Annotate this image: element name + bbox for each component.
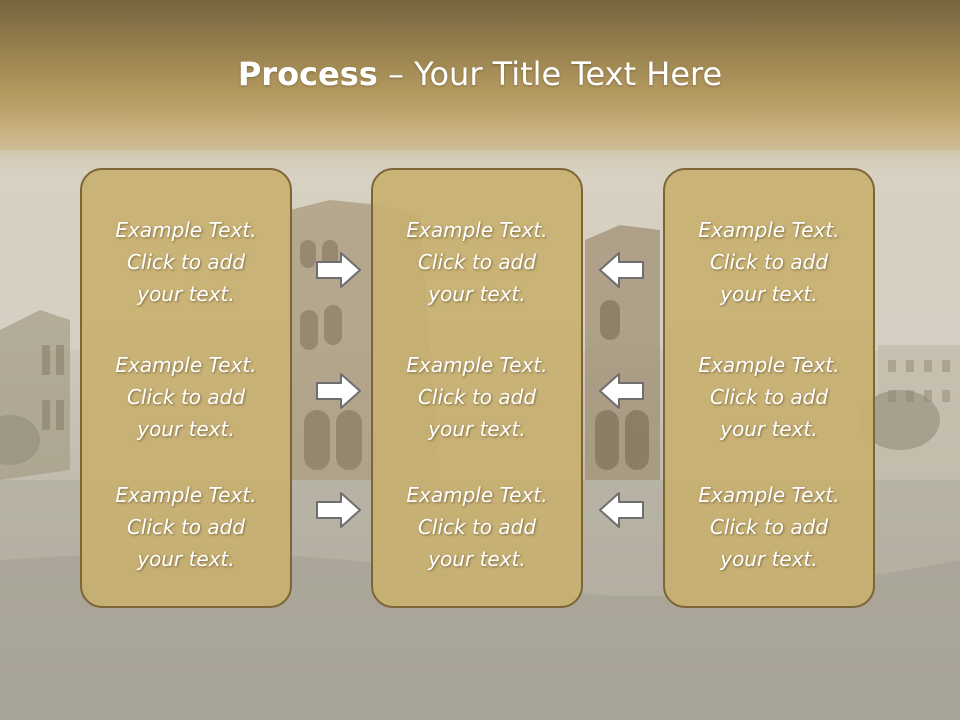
text-line: your text. <box>720 282 818 306</box>
text-line: Example Text. <box>406 353 548 377</box>
text-line: Example Text. <box>698 218 840 242</box>
arrow-left-icon <box>597 490 645 530</box>
text-line: your text. <box>428 282 526 306</box>
text-line: your text. <box>137 417 235 441</box>
text-placeholder[interactable]: Example Text. Click to add your text. <box>82 479 290 575</box>
text-line: Click to add <box>417 515 537 539</box>
text-line: Example Text. <box>698 483 840 507</box>
header-band <box>0 0 960 160</box>
text-line: Click to add <box>709 515 829 539</box>
text-line: your text. <box>428 417 526 441</box>
title-rest: – Your Title Text Here <box>377 55 723 93</box>
process-box-middle: Example Text. Click to add your text. Ex… <box>371 168 583 608</box>
text-line: Click to add <box>417 250 537 274</box>
text-line: Example Text. <box>115 218 257 242</box>
text-line: your text. <box>720 547 818 571</box>
title-bold: Process <box>237 55 378 93</box>
text-placeholder[interactable]: Example Text. Click to add your text. <box>665 479 873 575</box>
slide-title: Process – Your Title Text Here <box>0 52 960 96</box>
arrow-right-icon <box>315 490 363 530</box>
process-box-right: Example Text. Click to add your text. Ex… <box>663 168 875 608</box>
arrow-left-icon <box>597 250 645 290</box>
text-line: Click to add <box>126 250 246 274</box>
text-line: your text. <box>720 417 818 441</box>
text-placeholder[interactable]: Example Text. Click to add your text. <box>665 214 873 310</box>
text-line: Example Text. <box>115 483 257 507</box>
text-placeholder[interactable]: Example Text. Click to add your text. <box>82 214 290 310</box>
text-placeholder[interactable]: Example Text. Click to add your text. <box>373 214 581 310</box>
arrow-right-icon <box>315 250 363 290</box>
process-box-left: Example Text. Click to add your text. Ex… <box>80 168 292 608</box>
text-line: Click to add <box>417 385 537 409</box>
text-line: Example Text. <box>115 353 257 377</box>
text-line: Click to add <box>126 385 246 409</box>
text-line: Click to add <box>709 385 829 409</box>
arrow-left-icon <box>597 371 645 411</box>
text-line: your text. <box>137 547 235 571</box>
text-line: Click to add <box>126 515 246 539</box>
text-line: Example Text. <box>698 353 840 377</box>
text-placeholder[interactable]: Example Text. Click to add your text. <box>665 349 873 445</box>
text-line: your text. <box>137 282 235 306</box>
text-line: Click to add <box>709 250 829 274</box>
text-placeholder[interactable]: Example Text. Click to add your text. <box>373 479 581 575</box>
text-placeholder[interactable]: Example Text. Click to add your text. <box>82 349 290 445</box>
text-line: Example Text. <box>406 218 548 242</box>
arrow-right-icon <box>315 371 363 411</box>
text-line: your text. <box>428 547 526 571</box>
text-line: Example Text. <box>406 483 548 507</box>
text-placeholder[interactable]: Example Text. Click to add your text. <box>373 349 581 445</box>
